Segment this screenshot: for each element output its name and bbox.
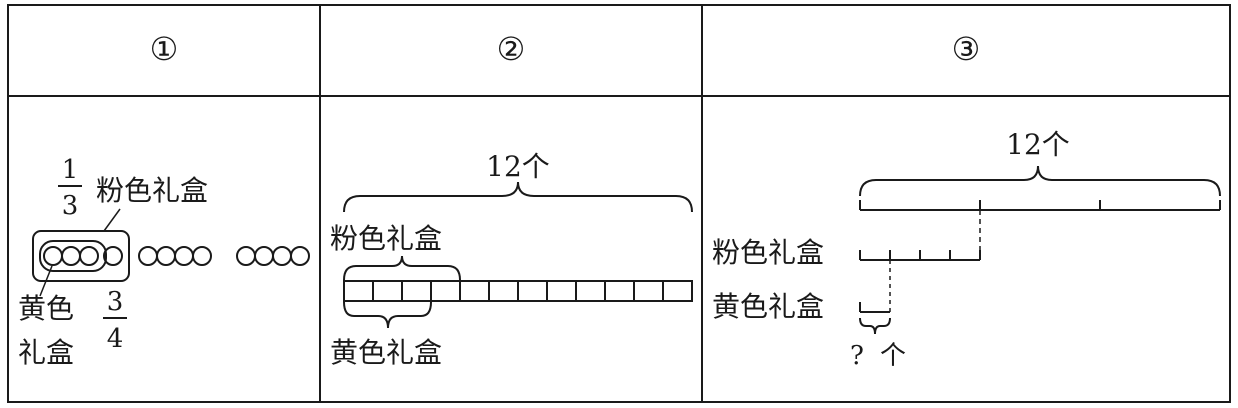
panel-1: 1 3 粉色礼盒 黄 <box>18 155 310 369</box>
box-circle <box>272 246 292 266</box>
header-3: ③ <box>952 30 981 68</box>
box-circle <box>61 246 81 266</box>
yellow-box-label-line1: 黄色 <box>18 292 74 325</box>
panel3-question-mark: ? <box>850 341 864 371</box>
panel3-pink-label: 粉色礼盒 <box>712 236 824 269</box>
yellow-fraction-denominator: 4 <box>107 324 124 354</box>
box-circle <box>138 246 158 266</box>
yellow-box-label-line2: 礼盒 <box>18 336 74 369</box>
panel2-yellow-brace <box>343 301 432 329</box>
box-circle <box>174 246 194 266</box>
panel2-pink-brace <box>343 255 461 281</box>
pink-pointer-line <box>103 208 121 232</box>
yellow-fraction-numerator: 3 <box>107 287 124 317</box>
panel2-cell-dividers <box>372 281 664 301</box>
panel-2: 12个 粉色礼盒 黄色礼盒 <box>330 150 693 369</box>
pink-fraction-numerator: 1 <box>62 155 79 185</box>
pink-fraction-denominator: 3 <box>62 191 79 221</box>
yellow-pointer-line <box>39 265 53 297</box>
panel2-total-brace <box>343 181 693 213</box>
pink-group-frame <box>32 230 130 282</box>
circle-group-2 <box>138 246 212 266</box>
panel3-total-label: 12个 <box>1006 128 1070 161</box>
panel3-total-ticks <box>859 200 1221 210</box>
header-2: ② <box>497 30 526 68</box>
panel2-yellow-label: 黄色礼盒 <box>330 336 442 369</box>
circle-group-3 <box>236 246 310 266</box>
panel3-unit: 个 <box>880 341 906 371</box>
box-circle <box>79 246 99 266</box>
table-grid <box>7 4 1231 403</box>
box-circle <box>43 246 63 266</box>
panel3-yellow-brace <box>859 317 891 335</box>
header-1: ① <box>150 30 179 68</box>
circle-group-1 <box>43 246 123 266</box>
panel-3: 12个 粉色礼盒 黄色礼盒 ? 个 <box>712 128 1221 371</box>
box-circle <box>290 246 310 266</box>
pink-box-label: 粉色礼盒 <box>96 174 208 207</box>
panel2-pink-label: 粉色礼盒 <box>330 222 442 255</box>
panel2-total-label: 12个 <box>486 150 550 183</box>
table-border <box>7 4 1231 403</box>
box-circle <box>236 246 256 266</box>
panel3-yellow-label: 黄色礼盒 <box>712 290 824 323</box>
yellow-group-frame <box>39 240 107 272</box>
box-circle <box>192 246 212 266</box>
panel3-total-brace <box>859 165 1221 197</box>
box-circle <box>156 246 176 266</box>
box-circle <box>254 246 274 266</box>
panel3-pink-ticks <box>859 250 981 260</box>
box-circle <box>103 246 123 266</box>
